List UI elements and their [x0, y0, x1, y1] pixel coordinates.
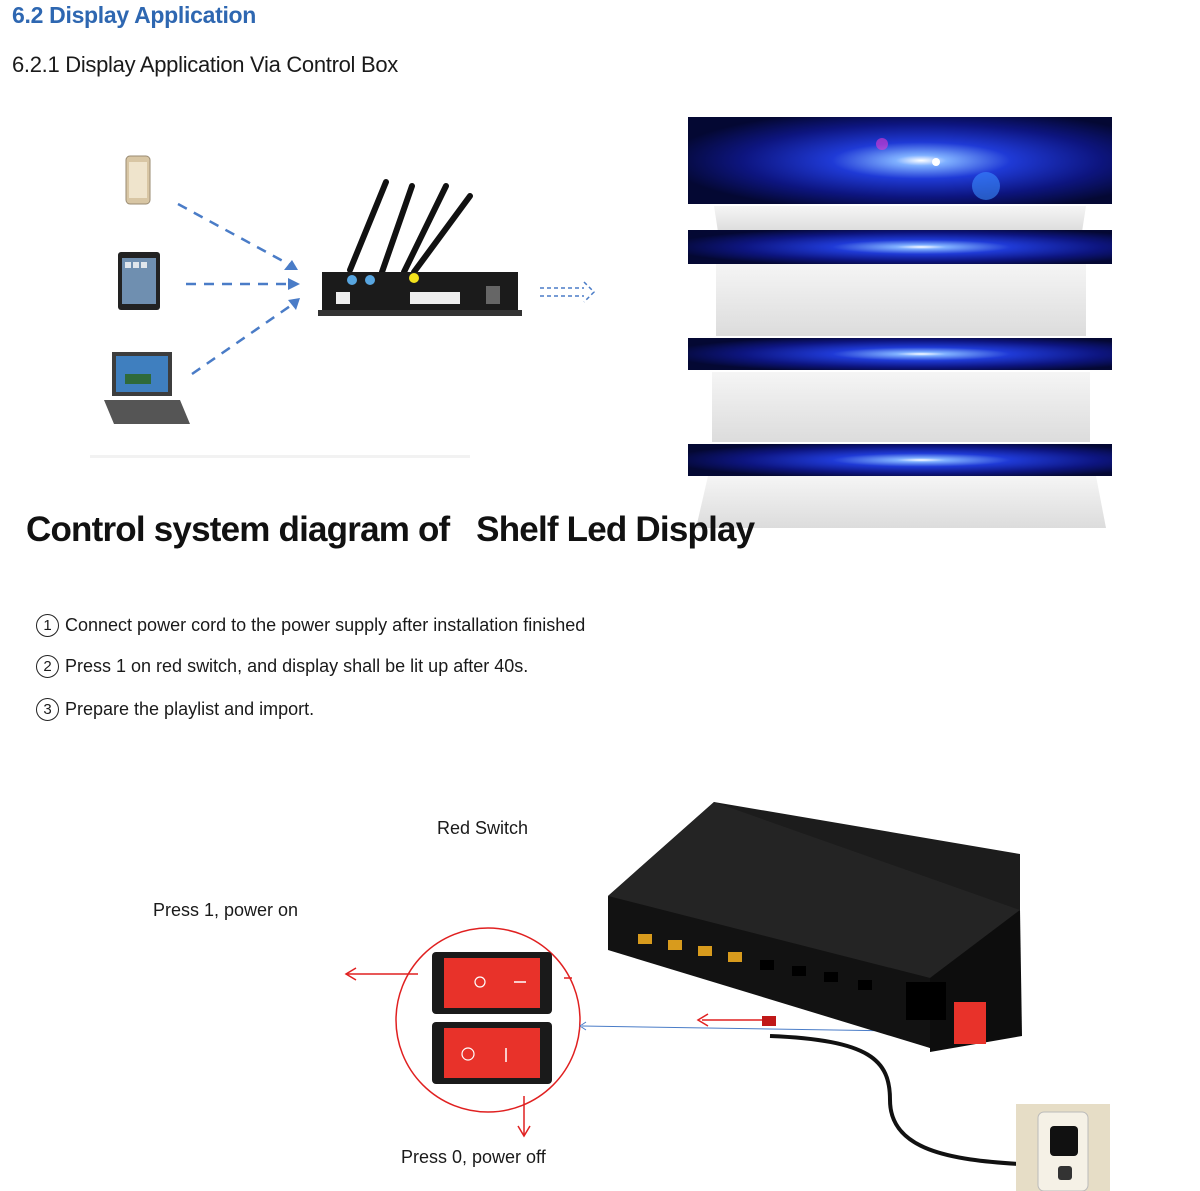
step-number: 3 [36, 698, 59, 721]
power-box-diagram [344, 802, 1110, 1191]
phone-icon [125, 155, 151, 205]
red-switch-label: Red Switch [437, 818, 529, 838]
subsection-heading: 6.2.1 Display Application Via Control Bo… [12, 52, 398, 77]
laptop-icon [104, 352, 190, 424]
step-text: Connect power cord to the power supply a… [65, 615, 586, 635]
power-box-icon [608, 802, 1022, 1052]
step-number: 1 [36, 614, 59, 637]
step-text: Press 1 on red switch, and display shall… [65, 656, 529, 676]
switch-on-icon [432, 952, 552, 1014]
step-text: Prepare the playlist and import. [65, 699, 315, 719]
section-heading: 6.2 Display Application [12, 2, 257, 28]
tablet-icon [118, 252, 160, 310]
control-box-icon [318, 179, 522, 316]
control-diagram [90, 155, 596, 458]
diagram-title: Control system diagram of Shelf Led Disp… [26, 510, 755, 549]
step-number: 2 [36, 655, 59, 678]
step-item: 3 Prepare the playlist and import. [36, 698, 314, 721]
switch-off-icon [432, 1022, 552, 1084]
wall-socket-icon [1016, 1104, 1110, 1191]
switch-callout-circle [395, 927, 581, 1113]
shelf-led-display-image [688, 117, 1112, 528]
power-on-label: Press 1, power on [153, 900, 299, 920]
step-item: 1 Connect power cord to the power supply… [36, 614, 585, 637]
power-off-label: Press 0, power off [401, 1147, 546, 1167]
step-item: 2 Press 1 on red switch, and display sha… [36, 655, 528, 678]
